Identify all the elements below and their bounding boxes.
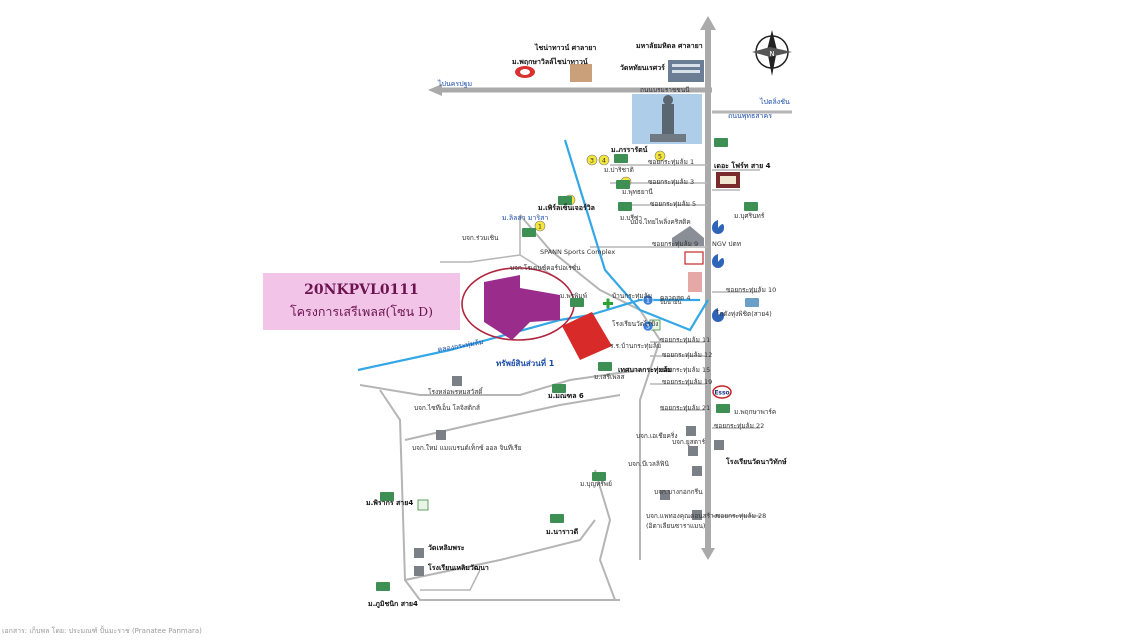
svg-text:4: 4 [602, 157, 606, 165]
label-phutthasakhon-road: ถนนพุทธสาคร [728, 112, 772, 120]
label-mahidol-salaya: มหาลัยมหิดล ศาลายา [636, 42, 703, 50]
svg-text:บจก.แพทองคุณดอนสร้าง: บจก.แพทองคุณดอนสร้าง [646, 512, 717, 520]
main-road-west [428, 84, 712, 96]
label-canal: คลองกระทุ่มล้ม [437, 338, 484, 354]
label-ford: เดอะ โฟร์ท สาย 4 [714, 161, 771, 170]
svg-text:ม.เสรีเพลส: ม.เสรีเพลส [594, 373, 625, 381]
svg-text:ซอยกระทุ่มล้ม 21: ซอยกระทุ่มล้ม 21 [660, 404, 710, 412]
hospital-icon [603, 298, 613, 309]
svg-text:ม.พิรากร สาย4: ม.พิรากร สาย4 [366, 499, 413, 507]
footer-credit: เอกสาร: เก็บพล โดย: ประมณฑ์ ปั้นมะราช (P… [2, 627, 202, 635]
svg-text:บจก.เอเชียคริ่ง: บจก.เอเชียคริ่ง [636, 431, 678, 440]
svg-text:เทศบาลกระทุ่มล้ม: เทศบาลกระทุ่มล้ม [618, 365, 672, 374]
label-to-nakhon-pathom: ไปนครปฐม [437, 79, 472, 88]
svg-text:บจก.ยูสตาร์: บจก.ยูสตาร์ [672, 438, 706, 446]
svg-text:1: 1 [538, 223, 542, 231]
svg-text:ซอยกระทุ่มล้ม 5: ซอยกระทุ่มล้ม 5 [650, 200, 696, 208]
statue-image [632, 94, 702, 144]
svg-text:โกดังทุ่งพิชิต(สาย4): โกดังทุ่งพิชิต(สาย4) [716, 310, 772, 318]
svg-text:ซอยกระทุ่มล้ม 11: ซอยกระทุ่มล้ม 11 [660, 336, 710, 344]
toyota-icon [515, 66, 535, 78]
svg-text:ม.ปาริชาติ: ม.ปาริชาติ [604, 166, 634, 174]
svg-text:ซอยกระทุ่มล้ม 22: ซอยกระทุ่มล้ม 22 [714, 422, 764, 430]
svg-text:3: 3 [590, 157, 594, 165]
svg-text:โรงหล่อพรหมสวัสดิ์: โรงหล่อพรหมสวัสดิ์ [428, 387, 484, 396]
svg-text:ร.ร.บ้านกระทุ่มล้ม: ร.ร.บ้านกระทุ่มล้ม [610, 342, 661, 350]
warehouse-icon [672, 226, 704, 246]
svg-text:บ้านกระทุ่มล้ม: บ้านกระทุ่มล้ม [612, 292, 652, 300]
label-spann: SPANN Sports Complex [540, 248, 615, 256]
svg-text:ซอยกระทุ่มล้ม 9: ซอยกระทุ่มล้ม 9 [652, 240, 698, 248]
esso-icon: Esso [712, 385, 732, 399]
seven-eleven-icon [417, 319, 661, 511]
compass-letter: N [769, 50, 774, 58]
factory-icons [414, 376, 724, 576]
svg-text:(อิตาเลียนซาราแมน): (อิตาเลียนซาราแมน) [646, 522, 705, 530]
svg-text:ม.พรพิมพ์: ม.พรพิมพ์ [560, 292, 587, 300]
label-pruksa-chinatown: ม.พฤกษาวิลล์ไชน่าทาวน์ [512, 57, 588, 66]
svg-text:บจก.บีเวลลิฟินิ: บจก.บีเวลลิฟินิ [628, 460, 670, 468]
project-code: 20NKPVL0111 [304, 282, 419, 298]
label-project-area: ทรัพย์สินส่วนที่ 1 [496, 357, 555, 368]
svg-text:ม.พุทธยานี: ม.พุทธยานี [622, 188, 653, 196]
label-to-taling-chan: ไปตลิ่งชัน [759, 97, 790, 106]
map-labels: ม.ภรรารัตน์ ม.ปาริชาติ ซอยกระทุ่มล้ม 1 ม… [366, 145, 787, 609]
label-ngv: NGV ปตท [712, 240, 741, 248]
svg-text:วัดเหลิมพระ: วัดเหลิมพระ [428, 544, 465, 552]
svg-text:บจก.ใหม่ แมแบรนด์เท็กซ์ ออล จิ: บจก.ใหม่ แมแบรนด์เท็กซ์ ออล จินทีเรีย [412, 443, 522, 452]
svg-text:ซอยกระทุ่มล้ม 12: ซอยกระทุ่มล้ม 12 [662, 351, 712, 359]
svg-text:ม.ภรรารัตน์: ม.ภรรารัตน์ [611, 145, 648, 154]
svg-text:ตลาดสด 4: ตลาดสด 4 [660, 294, 690, 302]
gas-station-icon [712, 220, 724, 322]
svg-text:ซอยกระทุ่มล้ม 1: ซอยกระทุ่มล้ม 1 [648, 158, 694, 166]
svg-text:ซอยกระทุ่มล้ม 15: ซอยกระทุ่มล้ม 15 [660, 366, 710, 374]
compass-icon: N [752, 30, 792, 76]
project-callout: 20NKPVL0111 โครงการเสรีเพลส(โซน D) [263, 273, 460, 330]
svg-text:ซอยกระทุ่มล้ม 28: ซอยกระทุ่มล้ม 28 [716, 512, 766, 520]
svg-text:ม.พฤกษาพาร์ค: ม.พฤกษาพาร์ค [734, 408, 776, 416]
svg-text:ซอยกระทุ่มล้ม 10: ซอยกระทุ่มล้ม 10 [726, 286, 776, 294]
svg-text:ม.บุศรินทร์: ม.บุศรินทร์ [734, 212, 765, 220]
svg-text:บจก.โรเดนช์คอร์ปอเรชั่น: บจก.โรเดนช์คอร์ปอเรชั่น [510, 263, 581, 272]
svg-text:ม.เพิร์ลเซ็นเจอร์วิล: ม.เพิร์ลเซ็นเจอร์วิล [538, 203, 595, 212]
svg-text:บจก.ไซทีเอ็น โลจิสติกส์: บจก.ไซทีเอ็น โลจิสติกส์ [414, 403, 480, 412]
svg-text:บจก.บางกอกกรีน: บจก.บางกอกกรีน [654, 488, 703, 496]
project-name: โครงการเสรีเพลส(โซน D) [289, 304, 434, 319]
svg-text:บมจ.ไทยไพลิ่งคริสติค: บมจ.ไทยไพลิ่งคริสติค [630, 217, 691, 226]
main-road-vertical [700, 16, 716, 560]
svg-text:ม.บุญทรัพย์: ม.บุญทรัพย์ [580, 480, 612, 488]
svg-text:ม.บรีซ่า: ม.บรีซ่า [620, 214, 642, 222]
svg-text:1: 1 [646, 297, 650, 305]
svg-text:Esso: Esso [714, 390, 729, 397]
ford-dealer-icon [716, 172, 740, 188]
svg-text:บจก.ร่วมเชิน: บจก.ร่วมเชิน [462, 234, 499, 242]
honda-icon [684, 251, 704, 292]
house-icons [376, 138, 759, 591]
svg-text:ซอยกระทุ่มล้ม 19: ซอยกระทุ่มล้ม 19 [662, 378, 712, 386]
svg-text:3: 3 [646, 323, 650, 331]
svg-text:โรงเรียนวัดไร่ขิง: โรงเรียนวัดไร่ขิง [612, 320, 658, 328]
svg-text:ม.ภูมิชนิก สาย4: ม.ภูมิชนิก สาย4 [368, 600, 418, 609]
svg-text:โรงเรียนวัดนาวิทักษ์: โรงเรียนวัดนาวิทักษ์ [725, 457, 787, 466]
label-temple: วัดหทัยนเรศวร์ [620, 63, 665, 72]
svg-text:ปั๊มน้ำมัน: ปั๊มน้ำมัน [660, 298, 682, 306]
svg-text:5: 5 [658, 153, 662, 161]
svg-text:โรงเรียนเหลิมวัฒนา: โรงเรียนเหลิมวัฒนา [427, 563, 489, 572]
label-chinatown-salaya: ไชน่าทาวน์ ศาลายา [534, 43, 596, 52]
svg-text:ม.ลิลล่า มาริสา: ม.ลิลล่า มาริสา [502, 214, 548, 222]
canals [357, 139, 709, 372]
svg-text:ม.นาราวดี: ม.นาราวดี [546, 528, 579, 536]
project-site [461, 267, 612, 360]
svg-text:ซอยกระทุ่มล้ม 3: ซอยกระทุ่มล้ม 3 [648, 178, 694, 186]
building-icon [570, 60, 704, 82]
label-boromratchachonnani-road: ถนนบรมราชชนนี [640, 86, 690, 94]
svg-text:ม.มณฑล 6: ม.มณฑล 6 [548, 392, 584, 400]
